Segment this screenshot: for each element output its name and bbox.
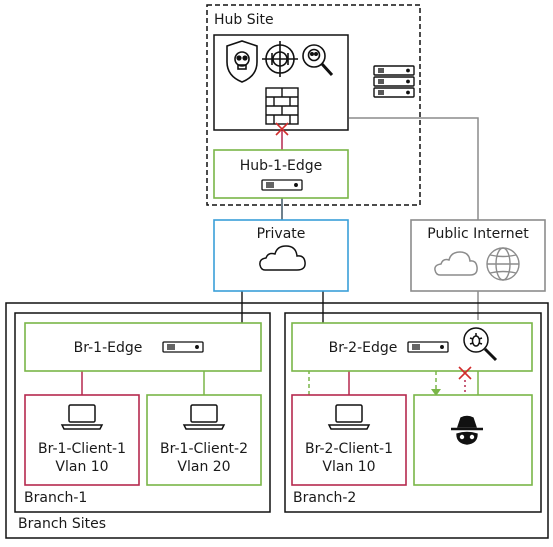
br1-client1-name: Br-1-Client-1 [38,441,126,457]
br1-edge-label: Br-1-Edge [74,340,143,356]
br1-client1-vlan: Vlan 10 [55,459,108,475]
branch2-container [284,312,542,513]
br1-client2-name: Br-1-Client-2 [160,441,248,457]
hub-site-container [206,4,421,206]
blocked-x-icon [458,366,472,380]
spy-icon [451,415,483,445]
branch-sites-container [5,302,549,539]
br2-client1-name: Br-2-Client-1 [305,441,393,457]
magnify-bug-icon [463,327,498,362]
hub-edge-label: Hub-1-Edge [240,158,323,174]
br1-edge-box [24,322,262,372]
firewall-icon [265,87,299,125]
private-network-box [213,219,349,292]
edge-device-icon [407,341,449,353]
br2-client1-vlan: Vlan 10 [322,459,375,475]
edge-device-icon [261,179,303,191]
branch2-label: Branch-2 [293,490,356,506]
branch1-container [14,312,271,513]
edge-device-icon [162,341,204,353]
public-internet-box [410,219,546,292]
hub-site-label: Hub Site [214,12,274,28]
branch-sites-label: Branch Sites [18,516,106,532]
public-internet-label: Public Internet [427,226,529,242]
laptop-icon [60,404,104,430]
br1-client2-vlan: Vlan 20 [177,459,230,475]
globe-icon [486,247,520,281]
magnify-skull-icon [302,44,334,77]
blocked-x-icon [275,122,289,136]
br2-edge-label: Br-2-Edge [329,340,398,356]
cloud-icon [259,245,306,271]
branch1-label: Branch-1 [24,490,87,506]
laptop-icon [327,404,371,430]
server-stack-icon [373,65,415,98]
crosshair-icon [262,41,298,77]
skull-shield-icon [226,40,258,83]
private-label: Private [257,226,306,242]
laptop-icon [182,404,226,430]
cloud-icon [434,251,478,276]
